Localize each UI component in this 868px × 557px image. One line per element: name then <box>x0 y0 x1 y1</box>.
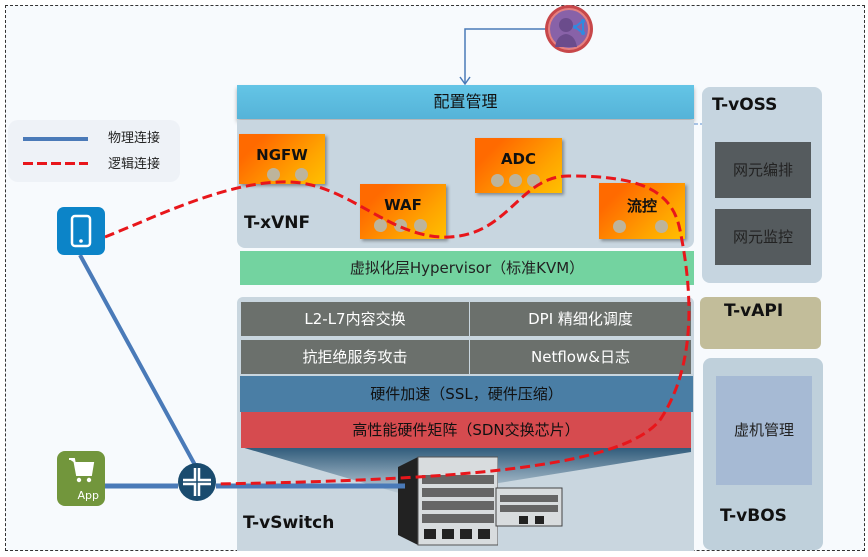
feature-l2-l7[interactable]: L2-L7内容交换 <box>241 302 469 336</box>
vbos-title: T-vBOS <box>720 506 787 526</box>
port-dot <box>655 220 668 233</box>
app-store-icon[interactable]: App <box>57 451 105 506</box>
vnf-title: T-xVNF <box>244 213 311 233</box>
port-dot <box>295 168 308 181</box>
vapi-panel[interactable]: T-vAPI <box>700 297 821 349</box>
feature-netflow[interactable]: Netflow&日志 <box>470 340 691 374</box>
voss-title: T-vOSS <box>712 95 778 115</box>
logical-line-swatch <box>23 162 88 165</box>
admin-user-icon[interactable] <box>545 5 593 53</box>
hardware-acceleration-bar[interactable]: 硬件加速（SSL，硬件压缩） <box>240 376 693 412</box>
port-dot <box>491 174 504 187</box>
port-dot <box>509 174 522 187</box>
physical-line-swatch <box>23 137 88 141</box>
vnf-flow-control-label: 流控 <box>626 197 657 215</box>
vswitch-title: T-vSwitch <box>243 513 335 533</box>
legend: 物理连接 逻辑连接 <box>8 120 180 182</box>
feature-anti-dos[interactable]: 抗拒绝服务攻击 <box>241 340 469 374</box>
hypervisor-bar[interactable]: 虚拟化层Hypervisor（标准KVM） <box>240 251 694 285</box>
port-dot <box>394 219 407 232</box>
port-dot <box>267 168 280 181</box>
config-management-bar[interactable]: 配置管理 <box>237 85 694 119</box>
voss-orchestration[interactable]: 网元编排 <box>715 142 811 198</box>
vnf-waf-label: WAF <box>384 196 422 214</box>
vnf-flow-control[interactable]: 流控 <box>599 183 685 239</box>
port-dot <box>414 219 427 232</box>
vnf-panel: NGFW WAF ADC 流控 T-xVNF <box>237 120 694 248</box>
router-icon[interactable] <box>178 463 216 501</box>
legend-logical-label: 逻辑连接 <box>108 157 161 172</box>
hardware-matrix-bar[interactable]: 高性能硬件矩阵（SDN交换芯片） <box>241 412 691 448</box>
vm-management[interactable]: 虚机管理 <box>716 376 812 485</box>
vnf-ngfw-label: NGFW <box>256 146 308 164</box>
vapi-title: T-vAPI <box>724 301 784 321</box>
chassis-small-icon <box>495 487 563 527</box>
feature-dpi[interactable]: DPI 精细化调度 <box>470 302 691 336</box>
vnf-adc-label: ADC <box>500 150 537 168</box>
port-dot <box>527 174 540 187</box>
chassis-large-icon <box>398 455 499 547</box>
voss-panel: T-vOSS 网元编排 网元监控 <box>702 87 822 283</box>
voss-monitoring[interactable]: 网元监控 <box>715 209 811 265</box>
vnf-adc[interactable]: ADC <box>475 138 562 193</box>
mobile-device-icon[interactable] <box>57 207 105 255</box>
vnf-ngfw[interactable]: NGFW <box>239 134 325 184</box>
legend-physical-label: 物理连接 <box>108 131 161 146</box>
vbos-panel: 虚机管理 T-vBOS <box>703 358 823 550</box>
app-label: App <box>77 489 100 502</box>
vnf-waf[interactable]: WAF <box>360 184 446 239</box>
port-dot <box>613 220 626 233</box>
port-dot <box>374 219 387 232</box>
